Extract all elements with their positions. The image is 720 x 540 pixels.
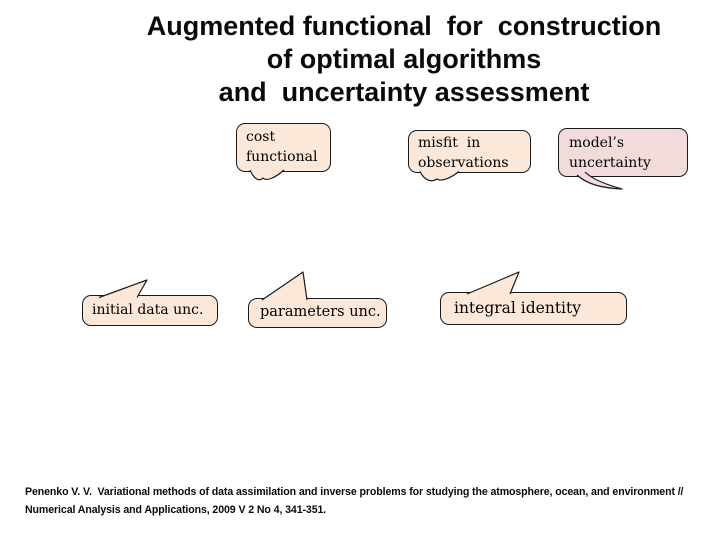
callout-text: model’s [569,135,625,151]
callout-text: uncertainty [569,154,651,171]
title-line-3: and uncertainty assessment [218,77,590,107]
citation: Penenko V. V. Variational methods of dat… [25,484,720,519]
callout-text: cost [246,129,276,145]
callout-models-uncertainty: model’s uncertainty [558,128,688,177]
callout-cost-functional: cost functional [236,123,331,172]
callout-parameters-unc: parameters unc. [248,298,387,328]
callout-text: integral identity [454,298,582,317]
callout-text: misfit in [418,135,481,151]
callout-text: observations [418,154,509,171]
callout-text: initial data unc. [92,301,204,318]
title-line-1: Augmented functional for construction [146,11,662,41]
callout-integral-identity: integral identity [440,292,627,325]
citation-line-1: Penenko V. V. Variational methods of dat… [25,486,684,498]
callout-text: functional [246,148,318,165]
parameters-unc-tail-icon [261,271,308,301]
callout-misfit-observations: misfit in observations [408,130,531,173]
slide-title: Augmented functional for construction of… [88,10,720,109]
citation-line-2: Numerical Analysis and Applications, 200… [25,503,327,516]
callout-text: parameters unc. [260,304,381,321]
integral-identity-tail-icon [466,271,520,295]
title-line-2: of optimal algorithms [266,44,542,74]
callout-initial-data-unc: initial data unc. [82,295,218,326]
